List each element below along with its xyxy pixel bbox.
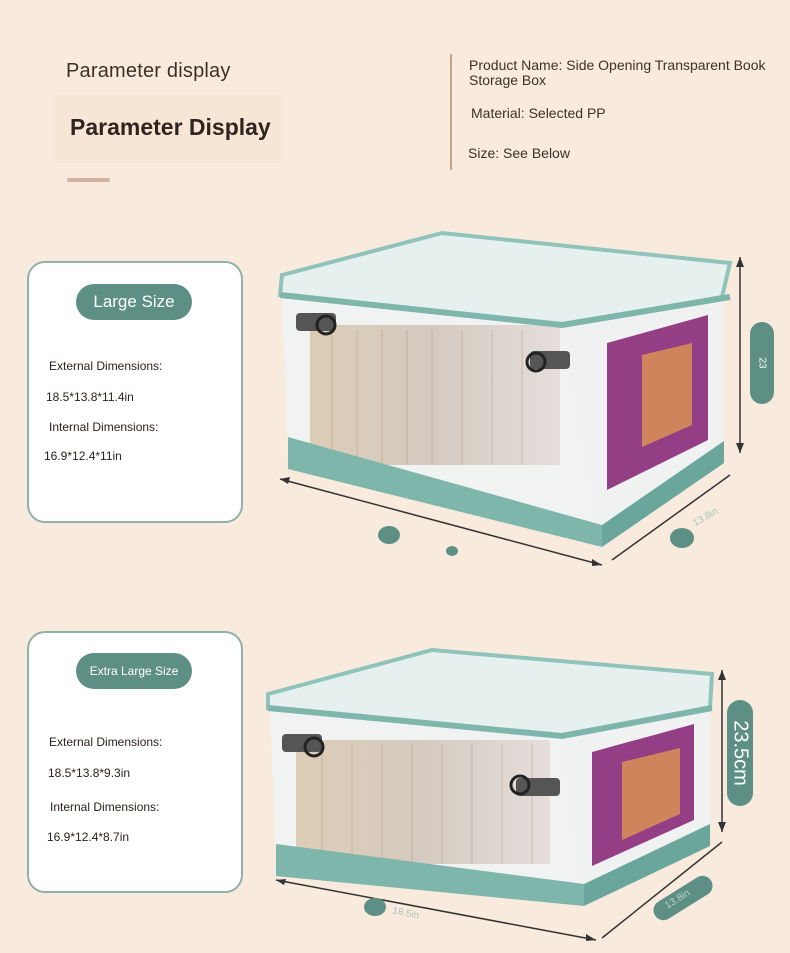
section-title-small: Parameter display xyxy=(66,60,231,82)
width-marker-large-end xyxy=(446,546,458,556)
external-dimensions-label: External Dimensions: xyxy=(49,359,163,373)
size-badge-extra-large: Extra Large Size xyxy=(76,653,192,689)
width-marker-large xyxy=(378,526,400,544)
product-material-text: Material: Selected PP xyxy=(471,105,606,121)
storage-box-large-illustration xyxy=(277,230,744,566)
product-size-text: Size: See Below xyxy=(468,145,570,161)
external-dimensions-value: 18.5*13.8*11.4in xyxy=(46,390,134,404)
internal-dimensions-label: Internal Dimensions: xyxy=(50,800,160,814)
internal-dimensions-label: Internal Dimensions: xyxy=(49,420,159,434)
depth-marker-large xyxy=(670,528,694,548)
header-divider xyxy=(450,54,452,170)
storage-box-extra-large-illustration xyxy=(266,647,726,941)
size-badge-large: Large Size xyxy=(76,284,192,320)
height-badge-large: 23 xyxy=(750,322,774,404)
internal-dimensions-value: 16.9*12.4*11in xyxy=(44,449,122,463)
title-underline xyxy=(67,178,110,182)
width-marker-extra-large xyxy=(364,898,386,916)
section-title-backdrop xyxy=(52,95,284,163)
internal-dimensions-value: 16.9*12.4*8.7in xyxy=(47,830,130,844)
section-title: Parameter Display xyxy=(70,114,271,140)
external-dimensions-label: External Dimensions: xyxy=(49,735,163,749)
height-badge-extra-large: 23.5cm xyxy=(727,700,753,806)
external-dimensions-value: 18.5*13.8*9.3in xyxy=(48,766,131,780)
product-name-text: Product Name: Side Opening Transparent B… xyxy=(469,57,766,88)
